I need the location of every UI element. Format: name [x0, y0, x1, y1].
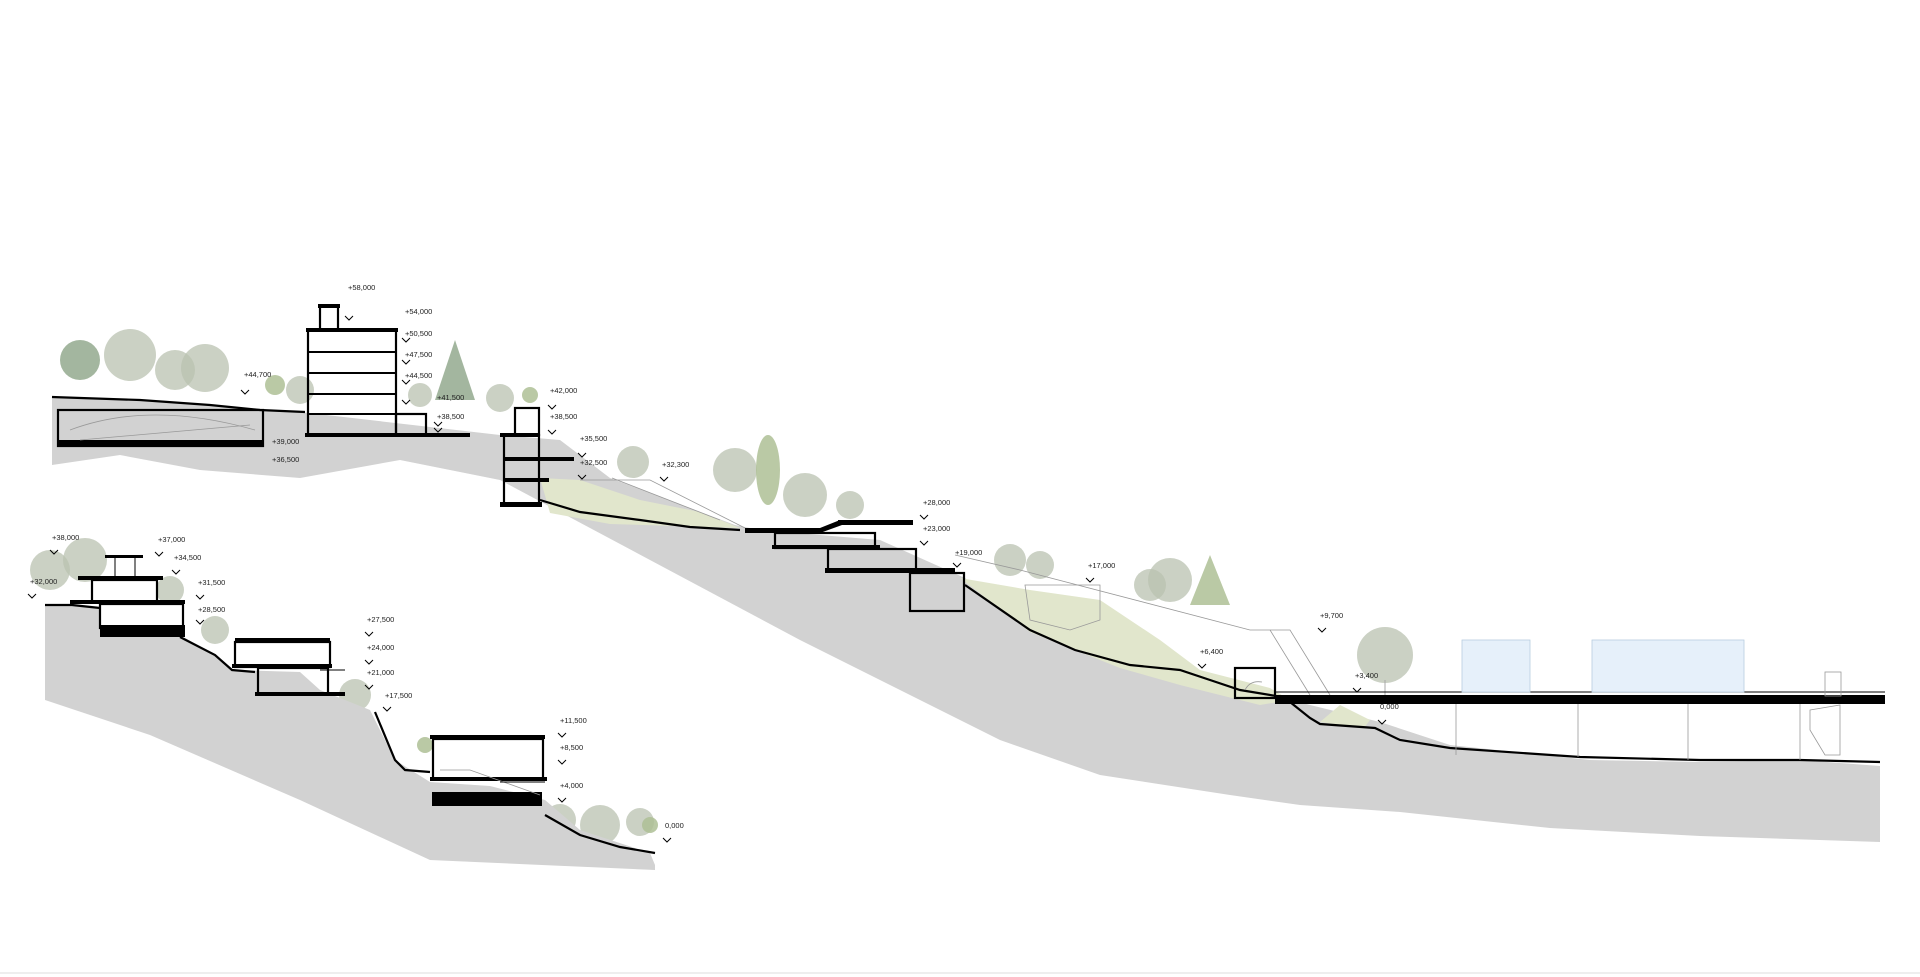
elev-label: +34,500 [174, 553, 201, 562]
elev-label: +3,400 [1355, 671, 1378, 680]
upper-level-markers [240, 315, 1387, 725]
upper-vegetation [60, 329, 1413, 700]
elev-label: +4,000 [560, 781, 583, 790]
elev-label: +17,500 [385, 691, 412, 700]
elev-label: +11,500 [560, 716, 587, 725]
upper-mid-building [500, 406, 574, 507]
elev-label: +36,500 [272, 455, 299, 464]
elev-label: +23,000 [923, 524, 950, 533]
elev-label: 0,000 [1380, 702, 1399, 711]
elev-label: +21,000 [367, 668, 394, 677]
lower-elevation-labels: +38,000 +37,000 +34,500 +32,000 +31,500 … [30, 533, 684, 830]
lower-ground [45, 605, 655, 870]
elev-label: +44,500 [405, 371, 432, 380]
lower-section: +38,000 +37,000 +34,500 +32,000 +31,500 … [27, 533, 684, 870]
lower-ground-line [45, 603, 101, 610]
elev-label: +24,000 [367, 643, 394, 652]
elev-label: +41,500 [437, 393, 464, 402]
elev-label: +27,500 [367, 615, 394, 624]
elev-label: +6,400 [1200, 647, 1223, 656]
parking-structure [56, 408, 265, 448]
elev-label: +28,500 [198, 605, 225, 614]
elev-label: +32,300 [662, 460, 689, 469]
upper-terrace-building [745, 520, 966, 613]
elev-label: +39,000 [272, 437, 299, 446]
upper-elevation-labels: +58,000 +54,000 +50,500 +47,500 +44,500 … [244, 283, 1399, 711]
elev-label: +50,500 [405, 329, 432, 338]
lower-villa-middle [232, 638, 345, 696]
elev-label: +31,500 [198, 578, 225, 587]
lower-villa-top [70, 555, 185, 637]
elev-label: +38,500 [437, 412, 464, 421]
tower-building [305, 304, 470, 437]
elev-label: +42,000 [550, 386, 577, 395]
elev-label: +54,000 [405, 307, 432, 316]
upper-section: +58,000 +54,000 +50,500 +47,500 +44,500 … [51, 283, 1885, 842]
elev-label: +32,000 [30, 577, 57, 586]
elev-label: +37,000 [158, 535, 185, 544]
elev-label: +38,000 [52, 533, 79, 542]
upper-ground-line [51, 395, 306, 414]
upper-ramp [580, 477, 1331, 696]
upper-berm-2 [960, 578, 1290, 705]
station-building [1233, 639, 1885, 760]
elev-label: +17,000 [1088, 561, 1115, 570]
lower-level-markers [27, 549, 672, 843]
elev-label: +47,500 [405, 350, 432, 359]
elev-label: +9,700 [1320, 611, 1343, 620]
elev-label: +38,500 [550, 412, 577, 421]
elev-label: +28,000 [923, 498, 950, 507]
lower-bottom-building [430, 735, 547, 806]
upper-berm-3 [1320, 705, 1370, 728]
elev-label: +35,500 [580, 434, 607, 443]
elev-label: +19,000 [955, 548, 982, 557]
elev-label: +8,500 [560, 743, 583, 752]
upper-ground [52, 397, 1880, 842]
elev-label: +44,700 [244, 370, 271, 379]
elev-label: +32,500 [580, 458, 607, 467]
elev-label: 0,000 [665, 821, 684, 830]
elev-label: +58,000 [348, 283, 375, 292]
upper-berm-1 [540, 478, 740, 528]
